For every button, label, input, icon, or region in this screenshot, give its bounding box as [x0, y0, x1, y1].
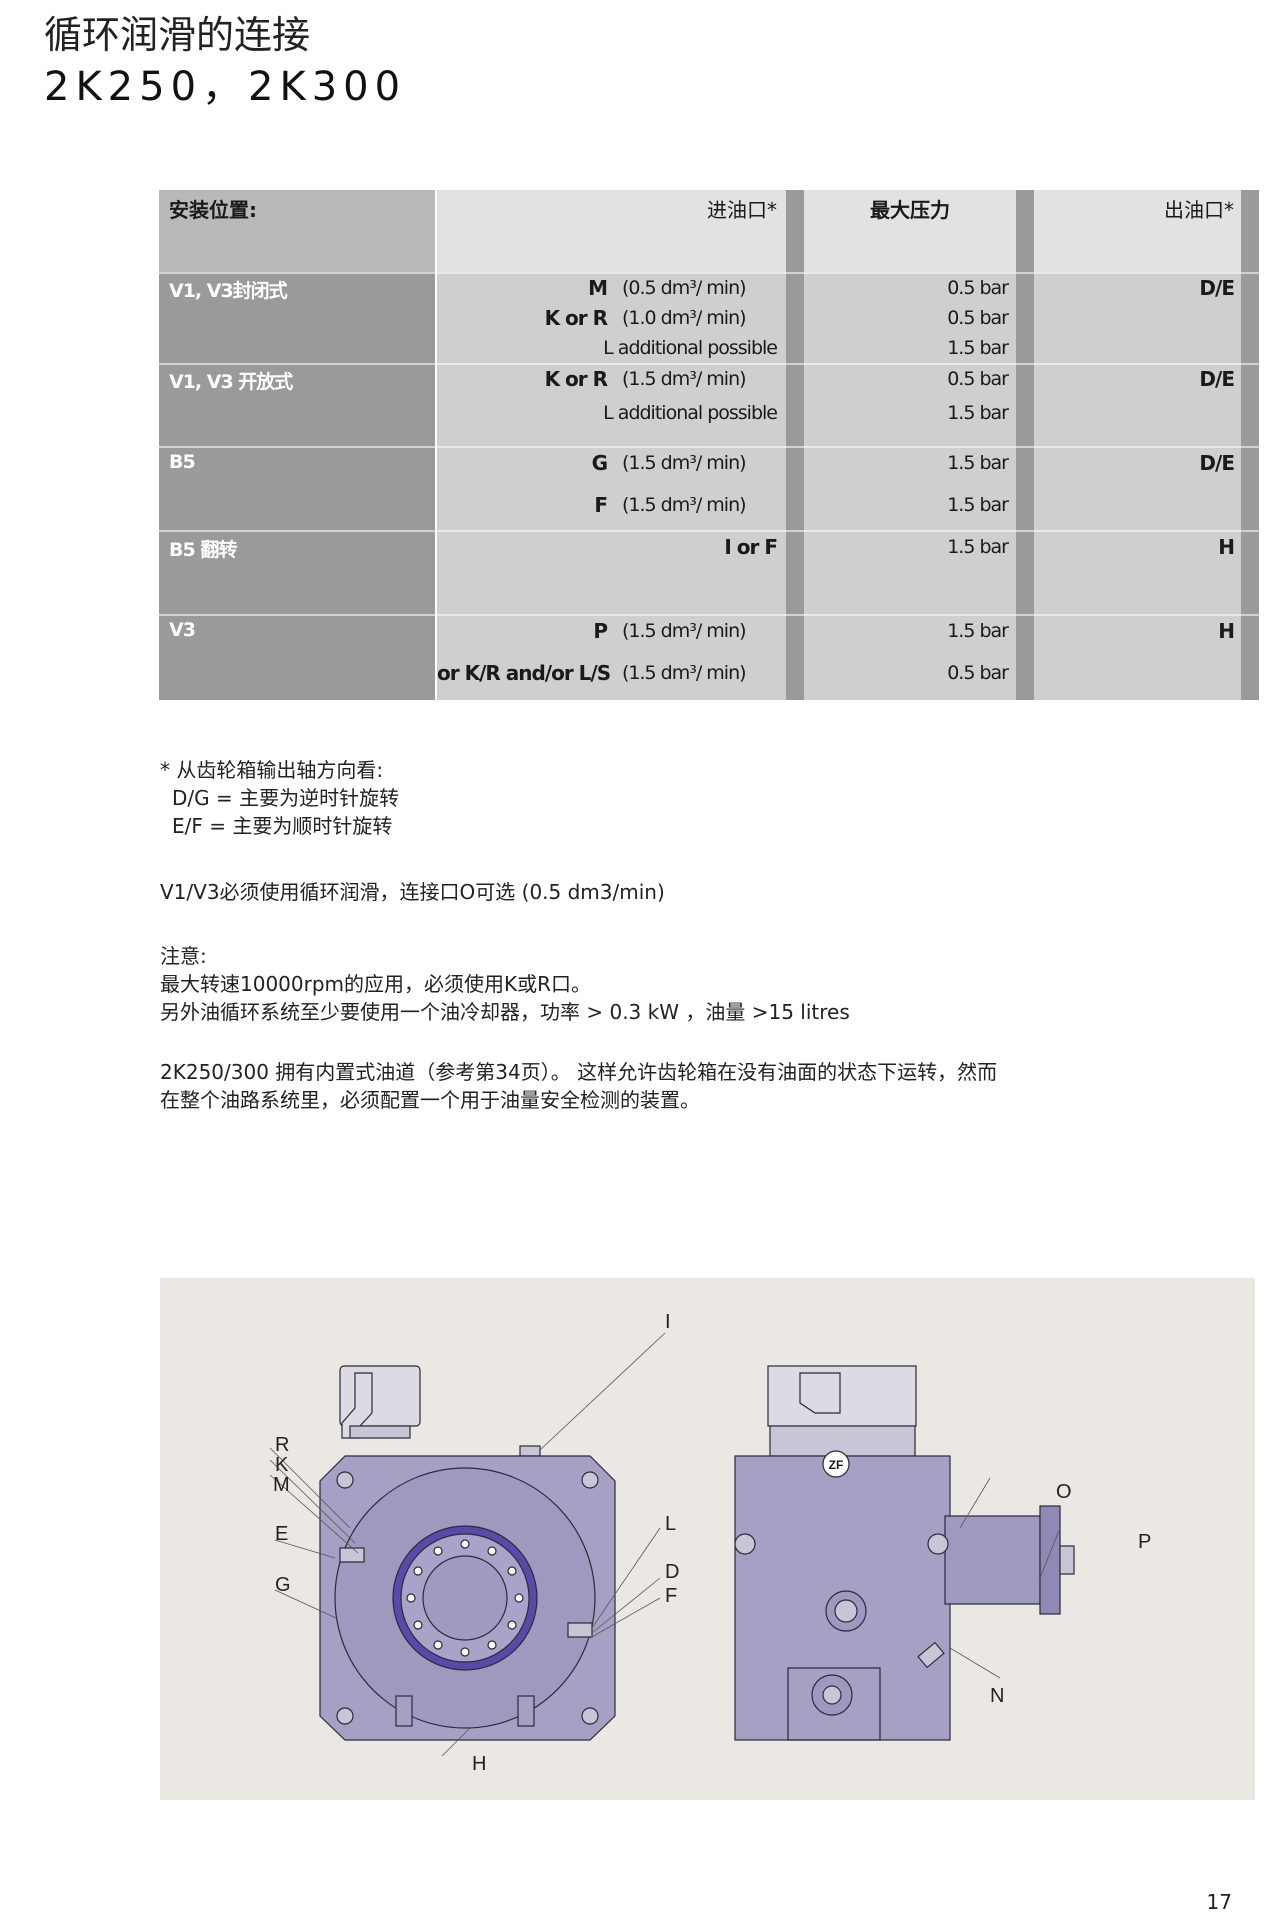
zf-logo-text: ZF	[829, 1458, 844, 1472]
col-header-pressure: 最大压力	[870, 198, 950, 222]
inlet-flow: (0.5 dm³/ min)	[622, 277, 747, 299]
outlet-code: H	[1218, 535, 1235, 559]
outlet-code: D/E	[1199, 367, 1235, 391]
lubrication-table: 安装位置: 进油口* 最大压力 出油口* V1, V3封闭式 M (0.5 dm…	[159, 190, 1259, 700]
inlet-code: K or R	[544, 367, 608, 391]
footnote-3: E/F = 主要为顺时针旋转	[172, 814, 393, 838]
label-P: P	[1138, 1531, 1151, 1553]
max-pressure: 1.5 bar	[947, 452, 1009, 474]
max-pressure: 0.5 bar	[947, 662, 1009, 684]
footnote-1: * 从齿轮箱输出轴方向看:	[160, 758, 384, 782]
footnote-2: D/G = 主要为逆时针旋转	[172, 786, 400, 810]
gearbox-drawing: ZF I R K M E G L D F H	[160, 1278, 1255, 1800]
max-pressure: 1.5 bar	[947, 494, 1009, 516]
inlet-flow: (1.5 dm³/ min)	[622, 620, 747, 642]
label-M: M	[273, 1474, 290, 1496]
inlet-flow: (1.5 dm³/ min)	[622, 452, 747, 474]
max-pressure: 0.5 bar	[947, 277, 1009, 299]
max-pressure: 0.5 bar	[947, 307, 1009, 329]
row-label: V1, V3 开放式	[169, 371, 293, 393]
inlet-code: P	[593, 619, 608, 643]
label-E: E	[275, 1523, 288, 1545]
connector-box-side	[767, 1365, 917, 1427]
inlet-flow: (1.5 dm³/ min)	[622, 368, 747, 390]
inlet-code: M	[588, 276, 608, 300]
label-G: G	[275, 1574, 291, 1596]
page-title-cn: 循环润滑的连接	[44, 13, 311, 57]
label-H: H	[472, 1753, 486, 1775]
v1v3-note: V1/V3必须使用循环润滑，连接口O可选 (0.5 dm3/min)	[160, 880, 665, 904]
outlet-code: H	[1218, 619, 1235, 643]
inlet-flow: (1.0 dm³/ min)	[622, 307, 747, 329]
col-header-outlet: 出油口*	[1164, 198, 1234, 222]
label-D: D	[665, 1561, 679, 1583]
label-O: O	[1056, 1481, 1072, 1503]
label-K: K	[275, 1454, 289, 1476]
col-header-inlet: 进油口*	[707, 198, 777, 222]
max-pressure: 1.5 bar	[947, 337, 1009, 359]
paragraph-line-2: 在整个油路系统里，必须配置一个用于油量安全检测的装置。	[160, 1088, 700, 1112]
inlet-code: or K/R and/or L/S	[437, 661, 611, 685]
inlet-flow: L additional possible	[603, 402, 778, 424]
label-I: I	[665, 1311, 671, 1333]
inlet-code: K or R	[544, 306, 608, 330]
label-R: R	[275, 1434, 289, 1456]
max-pressure: 1.5 bar	[947, 536, 1009, 558]
inlet-flow: L additional possible	[603, 337, 778, 359]
row-label: V1, V3封闭式	[169, 280, 288, 302]
page-title-model: 2K250，2K300	[44, 64, 407, 110]
row-label: B5	[169, 451, 196, 473]
row-label: B5 翻转	[169, 539, 237, 561]
max-pressure: 1.5 bar	[947, 402, 1009, 424]
outlet-code: D/E	[1199, 451, 1235, 475]
attention-heading: 注意:	[160, 944, 207, 968]
attention-line-1: 最大转速10000rpm的应用，必须使用K或R口。	[160, 972, 592, 996]
max-pressure: 0.5 bar	[947, 368, 1009, 390]
outlet-code: D/E	[1199, 276, 1235, 300]
label-N: N	[990, 1685, 1004, 1707]
attention-line-2: 另外油循环系统至少要使用一个油冷却器，功率 > 0.3 kW ，油量 >15 l…	[160, 1000, 850, 1024]
zf-logo-icon	[822, 1450, 850, 1478]
inlet-flow: (1.5 dm³/ min)	[622, 662, 747, 684]
col-header-position: 安装位置:	[169, 198, 257, 222]
label-L: L	[665, 1513, 676, 1535]
paragraph-line-1: 2K250/300 拥有内置式油道（参考第34页）。 这样允许齿轮箱在没有油面的…	[160, 1060, 998, 1084]
row-label: V3	[169, 619, 196, 641]
max-pressure: 1.5 bar	[947, 620, 1009, 642]
inlet-code: I or F	[724, 535, 778, 559]
label-F: F	[665, 1585, 677, 1607]
gearbox-drawing-svg: ZF I R K M E G L D F H	[269, 1311, 1151, 1775]
inlet-flow: (1.5 dm³/ min)	[622, 494, 747, 516]
inlet-code: G	[591, 451, 608, 475]
page-number: 17	[1206, 1890, 1232, 1914]
inlet-code: F	[594, 493, 608, 517]
